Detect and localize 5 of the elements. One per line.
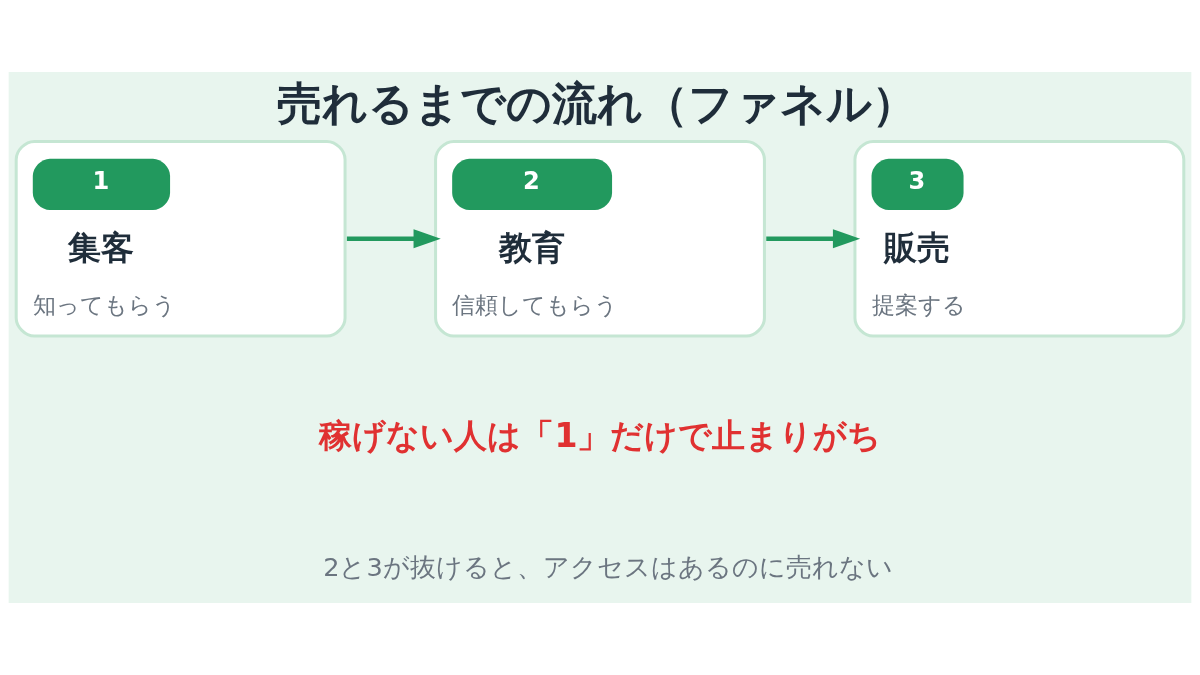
label: 2と3が抜けると、アクセスはあるのに売れない bbox=[323, 552, 893, 582]
arrow bbox=[346, 229, 441, 249]
diagram-title: 売れるまでの流れ（ファネル） bbox=[277, 76, 918, 130]
arrow bbox=[766, 229, 861, 249]
label: 稼げない人は「1」だけで止まりがち bbox=[319, 416, 882, 456]
